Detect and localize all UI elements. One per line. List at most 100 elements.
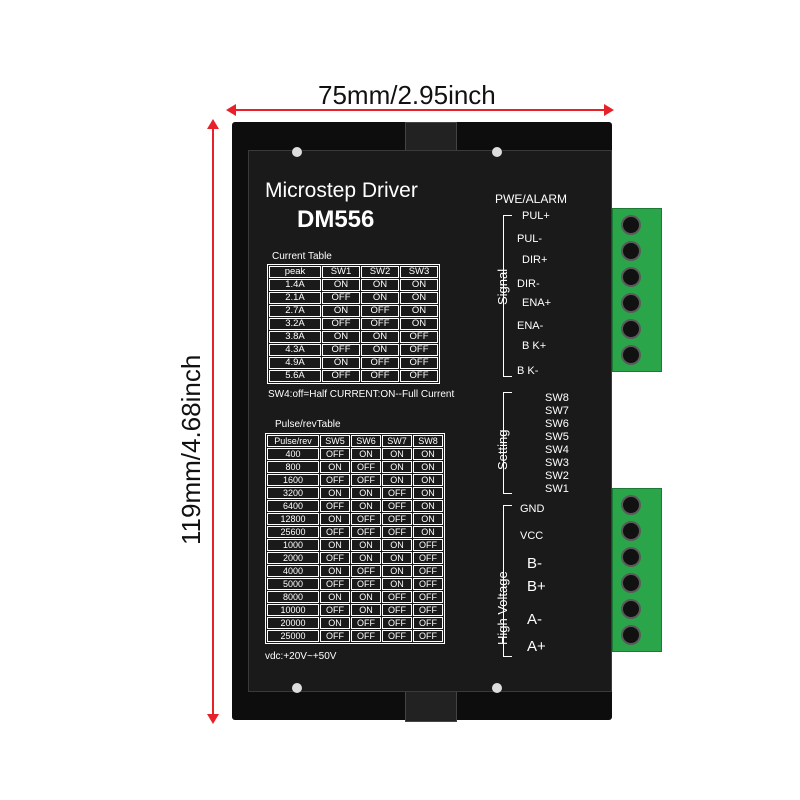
table-cell: ON xyxy=(400,279,438,291)
table-cell: ON xyxy=(413,487,443,499)
table-cell: OFF xyxy=(382,630,412,642)
table-cell: OFF xyxy=(361,357,399,369)
width-dimension-label: 75mm/2.95inch xyxy=(318,80,496,110)
table-cell: ON xyxy=(351,591,381,603)
table-cell: OFF xyxy=(351,617,381,629)
power-pin-label: B- xyxy=(527,555,542,572)
table-cell: OFF xyxy=(413,591,443,603)
table-cell: ON xyxy=(382,578,412,590)
table-cell: OFF xyxy=(351,474,381,486)
front-panel xyxy=(248,150,612,692)
signal-pin-label: PUL- xyxy=(517,233,543,245)
table-cell: ON xyxy=(400,292,438,304)
terminal-screw xyxy=(621,495,641,515)
table-header-cell: SW1 xyxy=(322,266,360,278)
table-header-cell: Pulse/rev xyxy=(267,435,319,447)
table-cell: OFF xyxy=(413,604,443,616)
table-cell: ON xyxy=(382,552,412,564)
table-cell: OFF xyxy=(382,617,412,629)
table-cell: ON xyxy=(413,474,443,486)
table-cell: ON xyxy=(413,448,443,460)
table-cell: OFF xyxy=(351,461,381,473)
power-bracket xyxy=(503,505,512,657)
terminal-screw xyxy=(621,625,641,645)
table-cell: ON xyxy=(320,565,350,577)
table-cell: ON xyxy=(413,513,443,525)
pulse-table-title: Pulse/revTable xyxy=(275,419,341,430)
table-cell: OFF xyxy=(413,617,443,629)
table-cell: ON xyxy=(382,448,412,460)
dip-switch-label: SW8 xyxy=(545,392,569,404)
signal-pin-label: ENA- xyxy=(517,320,544,332)
signal-pin-label: PUL+ xyxy=(522,210,550,222)
table-cell: OFF xyxy=(322,292,360,304)
table-cell: OFF xyxy=(320,474,350,486)
table-cell: ON xyxy=(320,513,350,525)
table-cell: ON xyxy=(320,617,350,629)
table-cell: ON xyxy=(351,604,381,616)
table-cell: ON xyxy=(351,539,381,551)
table-cell: ON xyxy=(351,500,381,512)
mount-tab-bottom xyxy=(405,690,457,722)
table-cell: OFF xyxy=(413,578,443,590)
table-cell: OFF xyxy=(382,513,412,525)
table-cell: OFF xyxy=(382,500,412,512)
table-cell: ON xyxy=(382,474,412,486)
dip-switch-label: SW6 xyxy=(545,418,569,430)
table-header-cell: SW3 xyxy=(400,266,438,278)
screw-hole xyxy=(292,683,302,693)
power-pin-label: B+ xyxy=(527,578,546,595)
signal-bracket xyxy=(503,215,512,377)
table-cell: 4.9A xyxy=(269,357,321,369)
table-cell: ON xyxy=(351,487,381,499)
height-dimension-label: 119mm/4.68inch xyxy=(176,354,206,545)
signal-pin-label: DIR- xyxy=(517,278,540,290)
power-pin-label: VCC xyxy=(520,530,544,542)
table-cell: 3.8A xyxy=(269,331,321,343)
table-cell: OFF xyxy=(413,539,443,551)
table-cell: ON xyxy=(361,331,399,343)
dip-switch-label: SW4 xyxy=(545,444,569,456)
screw-hole xyxy=(292,147,302,157)
table-cell: ON xyxy=(361,292,399,304)
table-cell: OFF xyxy=(382,526,412,538)
table-cell: OFF xyxy=(400,344,438,356)
table-cell: 25600 xyxy=(267,526,319,538)
terminal-screw xyxy=(621,345,641,365)
table-cell: ON xyxy=(320,461,350,473)
table-cell: OFF xyxy=(351,578,381,590)
table-cell: OFF xyxy=(322,318,360,330)
table-cell: OFF xyxy=(400,331,438,343)
table-cell: OFF xyxy=(361,318,399,330)
table-cell: 6400 xyxy=(267,500,319,512)
table-header-cell: SW8 xyxy=(413,435,443,447)
table-cell: OFF xyxy=(320,526,350,538)
table-cell: 400 xyxy=(267,448,319,460)
signal-pin-label: B K- xyxy=(517,365,539,377)
table-cell: 2000 xyxy=(267,552,319,564)
table-header-cell: SW6 xyxy=(351,435,381,447)
table-cell: ON xyxy=(361,344,399,356)
signal-pin-label: DIR+ xyxy=(522,254,548,266)
table-cell: ON xyxy=(322,331,360,343)
table-cell: ON xyxy=(320,591,350,603)
table-cell: 3200 xyxy=(267,487,319,499)
setting-bracket xyxy=(503,392,512,494)
power-pin-label: A+ xyxy=(527,638,546,655)
dip-switch-label: SW5 xyxy=(545,431,569,443)
pulse-table-note: vdc:+20V~+50V xyxy=(265,651,337,662)
